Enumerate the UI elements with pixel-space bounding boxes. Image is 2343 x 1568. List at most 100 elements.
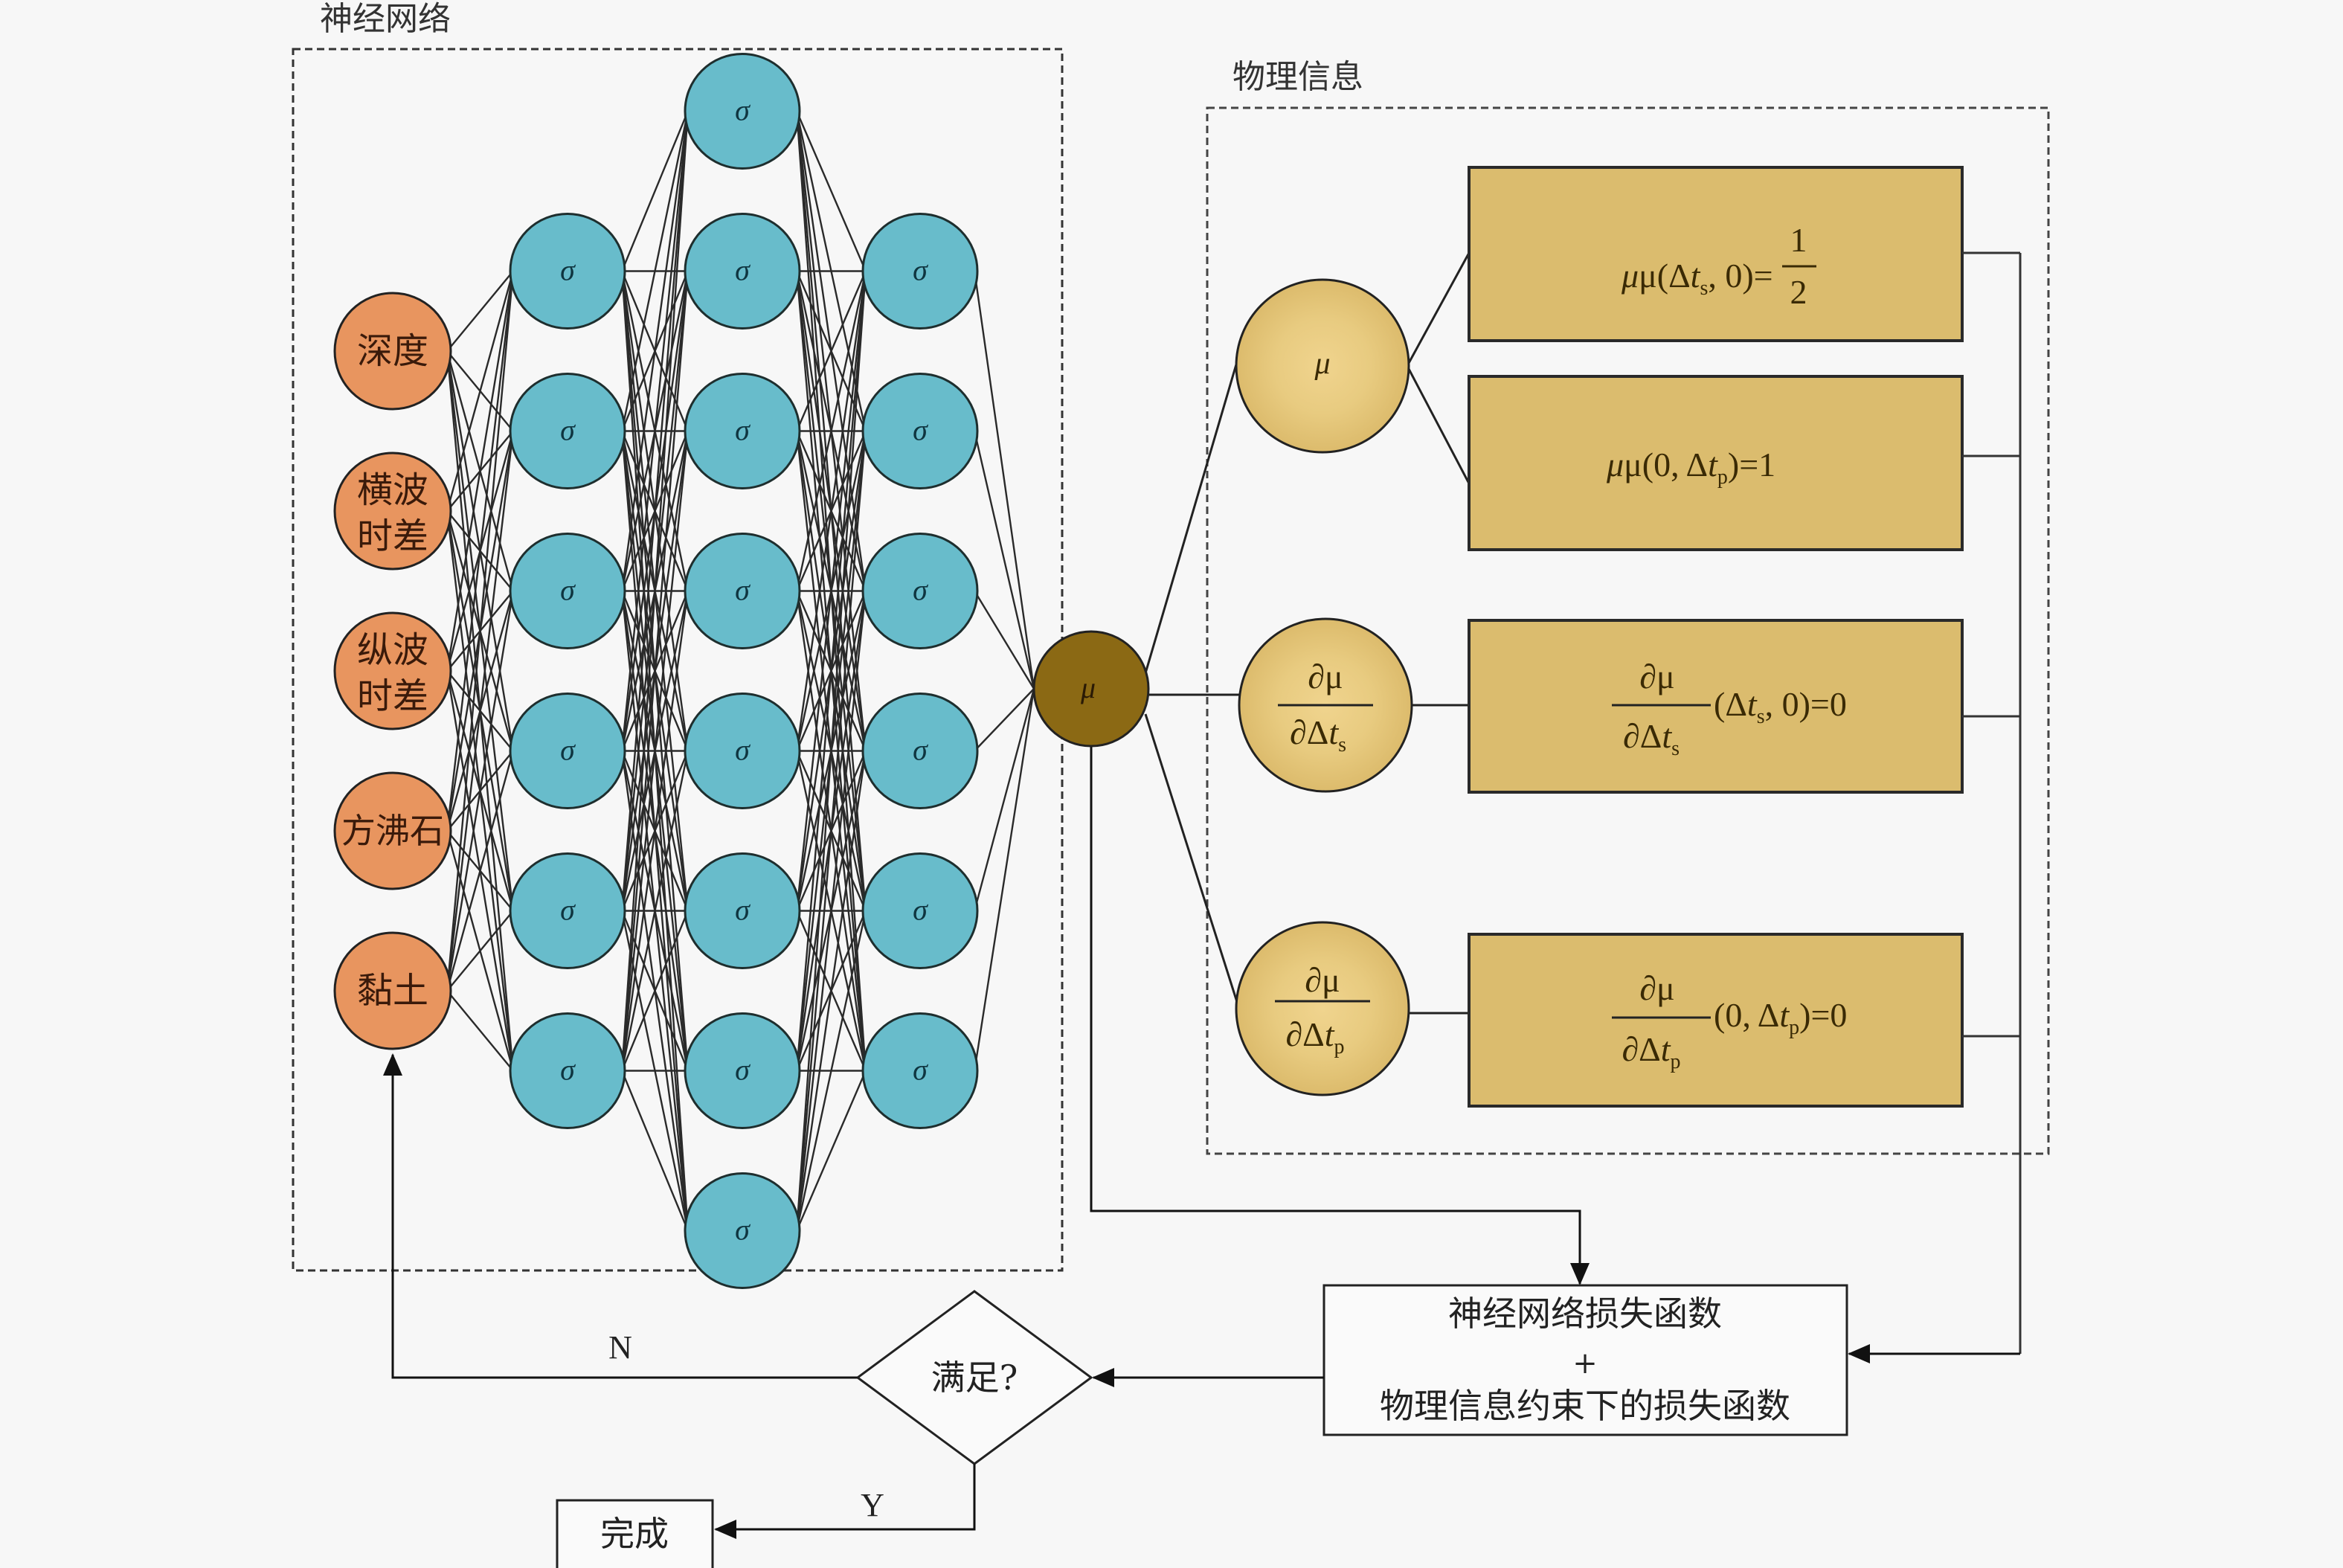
edge-l0-0-to-l1-0 [446, 270, 514, 352]
bc2-formula: μμ(0, Δtp)=1 [1606, 446, 1775, 489]
network-connections [446, 111, 1035, 1231]
edge-l2-7-to-l3-2 [795, 591, 867, 1231]
hidden-node: σ [684, 213, 801, 330]
edge-hidden3-5-to-output [973, 688, 1035, 1071]
done-text: 完成 [600, 1514, 669, 1554]
hidden-node: σ [861, 852, 979, 969]
sigma-symbol: σ [560, 1053, 576, 1087]
edge-l1-2-to-l2-0 [620, 111, 690, 591]
hidden-node: σ [684, 373, 801, 489]
sigma-symbol: σ [735, 94, 751, 127]
input-node-label: 时差 [357, 675, 428, 717]
input-node-label: 横波 [357, 469, 428, 511]
edge-l1-5-to-l2-1 [620, 271, 690, 1071]
sigma-symbol: σ [560, 414, 576, 447]
edge-l1-5-to-l2-5 [621, 910, 689, 1071]
edge-l2-7-to-l3-3 [795, 751, 867, 1231]
dmu-denominator: ∂Δtp [1285, 1015, 1344, 1058]
edge-l1-5-to-l2-3 [620, 591, 690, 1071]
sigma-symbol: σ [735, 414, 751, 447]
decision-diamond: 满足? [855, 1290, 1093, 1465]
sigma-symbol: σ [913, 733, 928, 767]
bc3-numerator: ∂μ [1639, 658, 1674, 695]
edge-l0-4-to-l1-2 [446, 591, 515, 992]
input-node: 深度 [333, 292, 452, 411]
mu-symbol: μ [1314, 347, 1330, 381]
input-node: 方沸石 [333, 771, 452, 890]
dmu-numerator: ∂μ [1305, 961, 1340, 999]
input-node: 黏土 [333, 931, 452, 1050]
hidden-node: σ [509, 693, 626, 809]
hidden-node: σ [861, 693, 979, 809]
hidden-node: σ [509, 852, 626, 969]
dmu-dts-circle: ∂μ ∂Δts [1238, 617, 1413, 793]
no-label: N [608, 1329, 632, 1366]
sigma-symbol: σ [735, 893, 751, 927]
edge-hidden3-2-to-output [974, 590, 1035, 690]
edge-l1-3-to-l2-0 [620, 111, 690, 751]
loss-line-plus: + [1572, 1346, 1598, 1381]
edge-l2-0-to-l3-0 [796, 111, 867, 271]
bc1-fraction-numerator: 1 [1790, 221, 1807, 259]
hidden-node: σ [509, 213, 626, 330]
boundary-condition-box-1: μμ(Δts, 0)= 1 2 [1468, 166, 1964, 342]
input-node-label: 方沸石 [341, 811, 444, 851]
sigma-symbol: σ [913, 893, 928, 927]
input-node-label: 纵波 [357, 629, 428, 671]
physics-dashed-box [1206, 106, 2050, 1155]
edge-l0-3-to-l1-0 [446, 271, 515, 832]
yes-label: Y [861, 1487, 884, 1523]
edge-l2-5-to-l3-0 [795, 271, 867, 911]
edge-l1-5-to-l2-4 [620, 751, 690, 1071]
arrow-yes-to-done [714, 1464, 976, 1539]
edge-l1-4-to-l2-0 [620, 111, 690, 911]
sigma-symbol: σ [735, 1053, 751, 1087]
edge-l2-2-to-l3-0 [796, 271, 867, 431]
edge-output-to-mu [1144, 364, 1238, 674]
hidden-node: σ [684, 533, 801, 649]
edge-l1-5-to-l2-7 [621, 1070, 689, 1231]
done-box: 完成 [556, 1499, 714, 1568]
sigma-symbol: σ [560, 254, 576, 287]
physics-section: 物理信息 μ ∂μ ∂Δts ∂μ ∂Δtp [1144, 58, 2050, 1363]
edge-hidden3-4-to-output [973, 688, 1035, 911]
neural-network-label: 神经网络 [320, 0, 451, 38]
edge-hidden3-3-to-output [974, 688, 1035, 752]
edge-l2-4-to-l3-0 [795, 271, 867, 751]
bc4-numerator: ∂μ [1639, 969, 1674, 1007]
boundary-condition-box-4: ∂μ ∂Δtp (0, Δtp)=0 [1468, 933, 1964, 1108]
hidden-node: σ [509, 373, 626, 489]
sigma-symbol: σ [560, 893, 576, 927]
sigma-symbol: σ [735, 254, 751, 287]
edge-l2-3-to-l3-0 [795, 271, 867, 591]
edge-output-to-dmu-dtp [1144, 713, 1239, 1005]
edge-l1-1-to-l2-0 [620, 111, 690, 431]
edge-l0-4-to-l1-5 [446, 990, 514, 1072]
sigma-symbol: σ [913, 414, 928, 447]
edge-l0-1-to-l1-0 [446, 271, 515, 512]
boundary-condition-box-2: μμ(0, Δtp)=1 [1468, 375, 1964, 551]
output-node: μ [1032, 630, 1150, 748]
hidden-node: σ [861, 373, 979, 489]
edge-l0-4-to-l1-3 [446, 751, 515, 992]
edge-l0-4-to-l1-1 [446, 431, 515, 992]
sigma-symbol: σ [735, 1213, 751, 1247]
sigma-symbol: σ [913, 573, 928, 607]
edge-l2-6-to-l3-0 [795, 271, 867, 1071]
input-node-label: 时差 [357, 515, 428, 557]
edge-l1-5-to-l2-2 [620, 431, 690, 1071]
physics-bus-connector [1848, 251, 2022, 1363]
sigma-symbol: σ [735, 573, 751, 607]
edge-l1-5-to-l2-0 [620, 111, 690, 1071]
bc4-denominator: ∂Δtp [1622, 1030, 1680, 1073]
boundary-condition-box-3: ∂μ ∂Δts (Δts, 0)=0 [1468, 619, 1964, 794]
edge-l2-7-to-l3-1 [795, 431, 867, 1231]
mu-circle: μ [1235, 278, 1410, 454]
mu-symbol: μ [1080, 671, 1096, 704]
edge-l2-7-to-l3-4 [795, 910, 867, 1231]
